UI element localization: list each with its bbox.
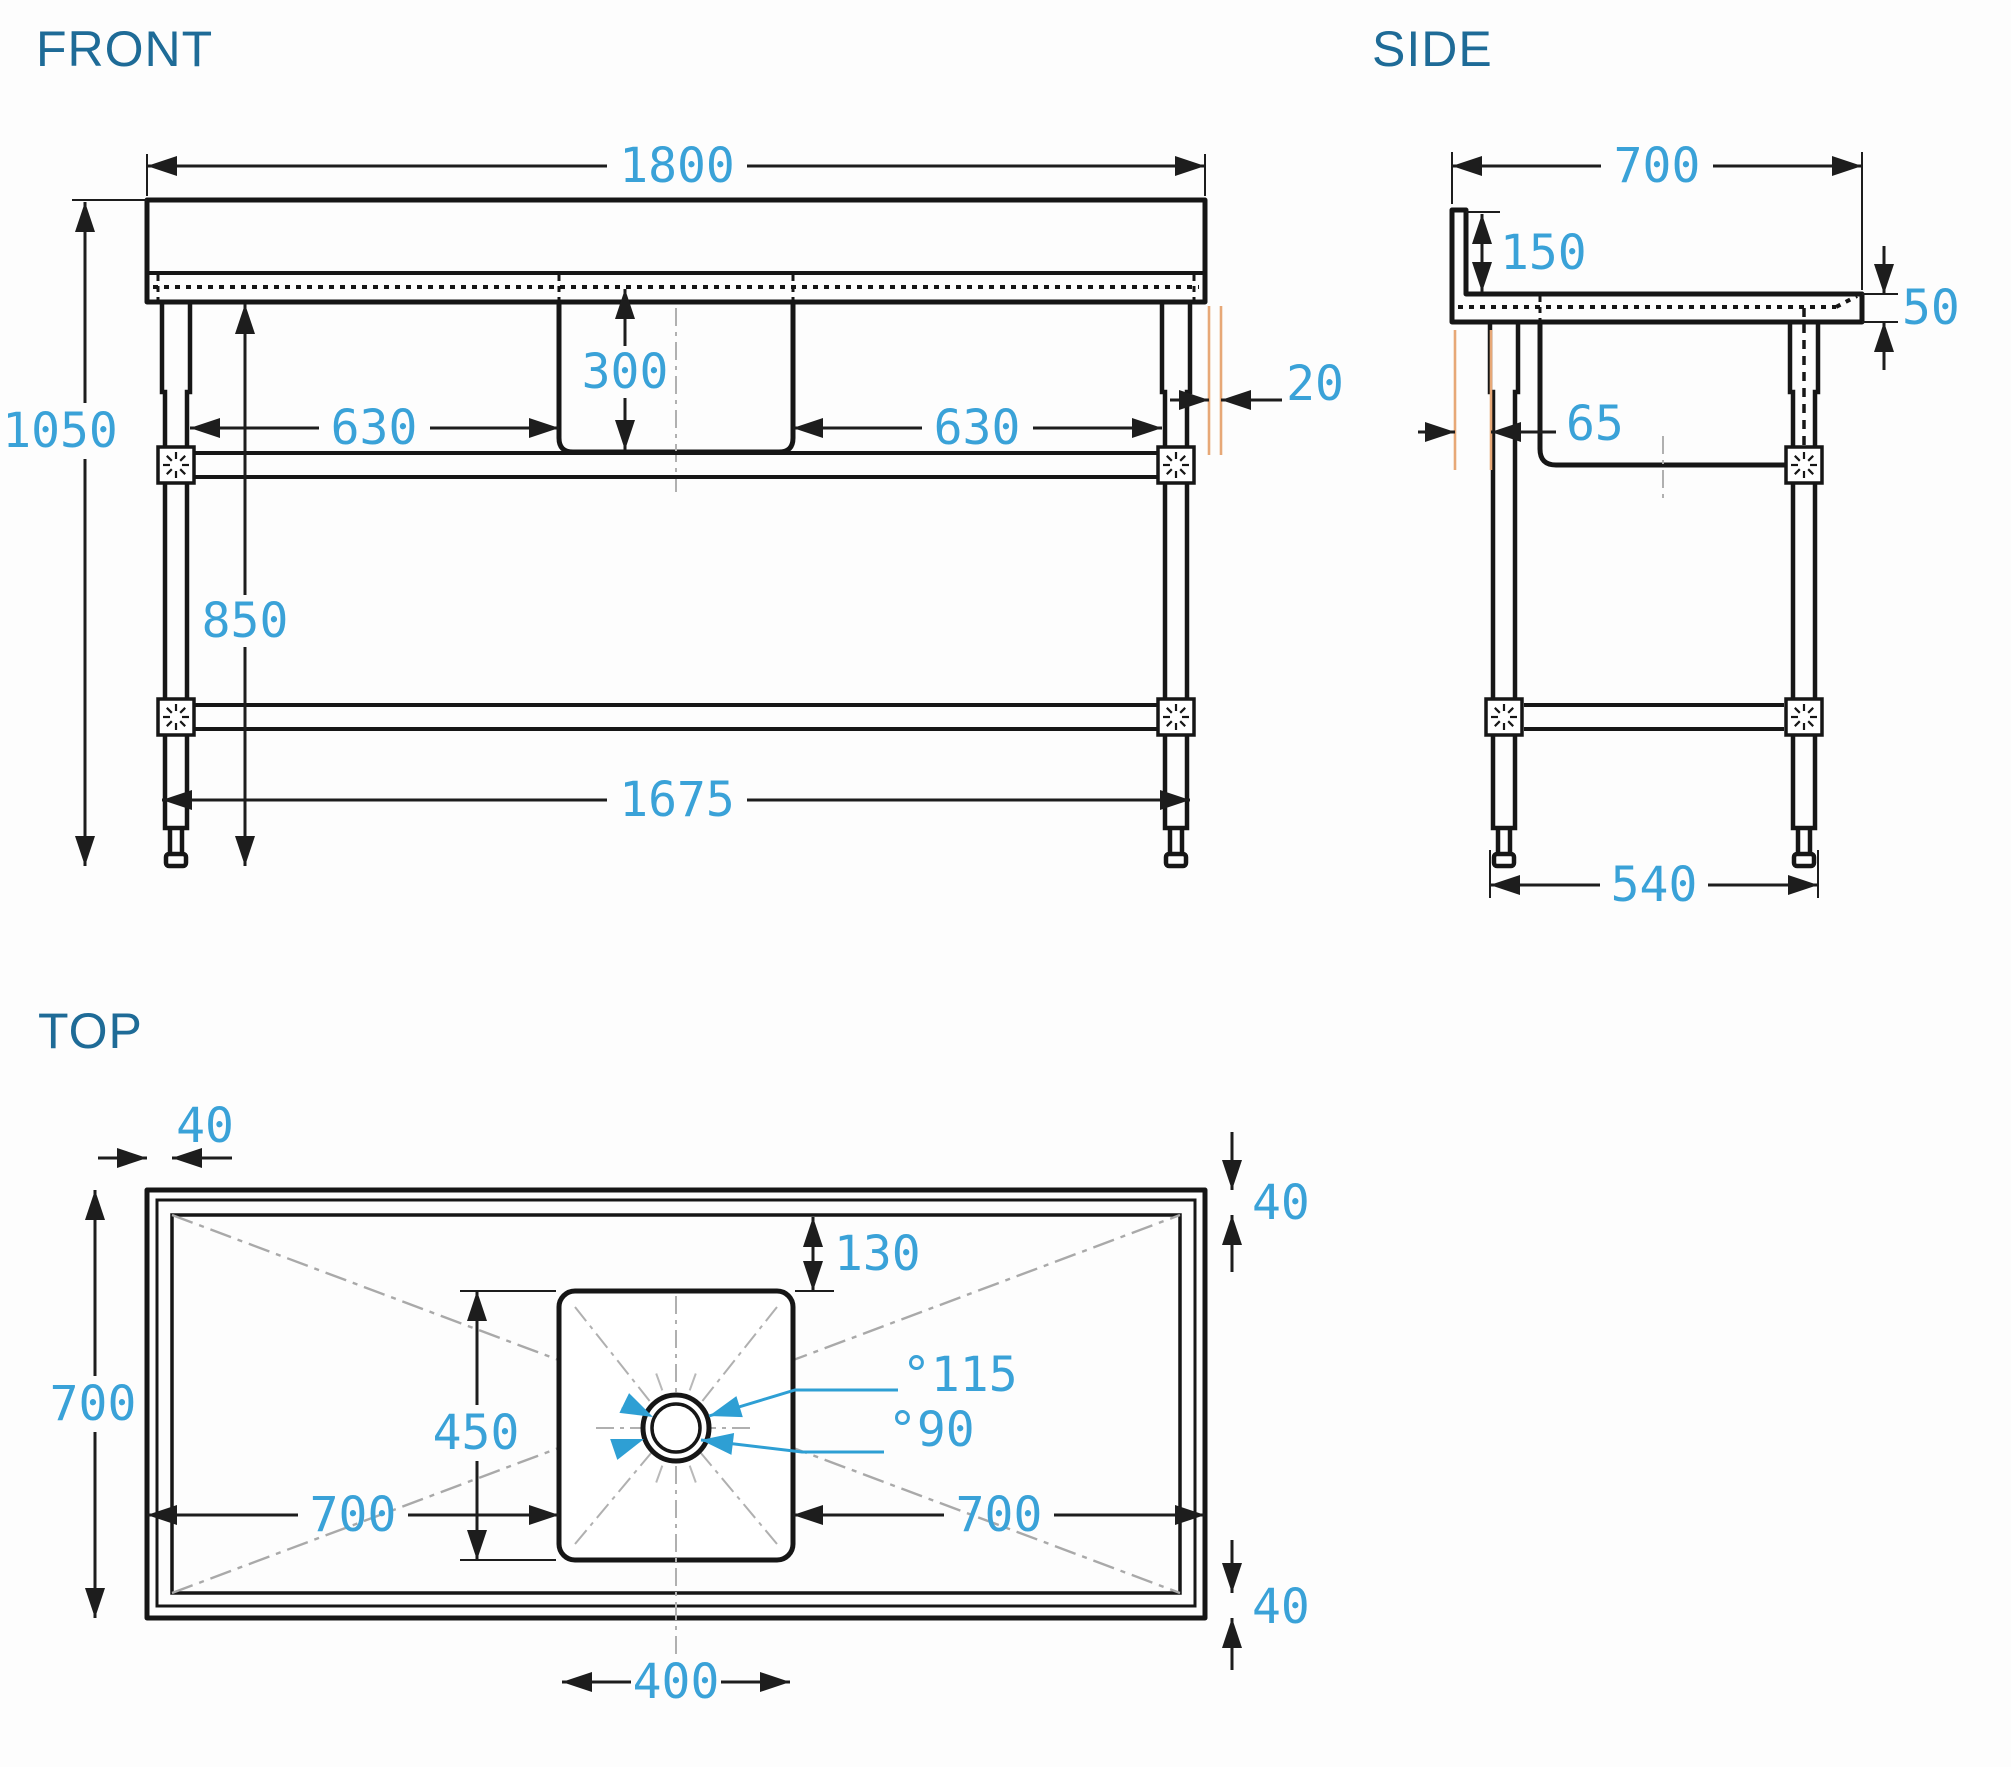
dim-top-clearance-left: 700	[147, 1487, 559, 1543]
front-view: FRONT	[2, 21, 1344, 869]
dim-front-bowl-depth: 300	[582, 289, 669, 450]
dim-label-dia-115: °115	[902, 1347, 1018, 1403]
dim-front-right-bowl-offset: 630	[793, 400, 1162, 456]
front-legs	[159, 302, 1193, 869]
dim-label-1050: 1050	[2, 403, 118, 459]
dim-label-dia-90: °90	[888, 1402, 975, 1458]
dim-label-40-top: 40	[1252, 1175, 1310, 1231]
dim-front-underside-height: 850	[202, 304, 289, 866]
dim-front-left-bowl-offset: 630	[190, 400, 559, 456]
dim-label-700-right: 700	[956, 1487, 1043, 1543]
dim-label-630-left: 630	[331, 400, 418, 456]
front-view-title: FRONT	[36, 21, 213, 77]
dim-label-700-left: 700	[310, 1487, 397, 1543]
dim-label-400: 400	[633, 1654, 720, 1710]
dim-label-630-right: 630	[934, 400, 1021, 456]
dim-top-bowl-front-offset: 130	[795, 1217, 921, 1292]
side-sink-bowl	[1537, 322, 1786, 502]
dim-top-edge-top: 40	[1222, 1132, 1310, 1272]
dim-front-overall-height: 1050	[2, 199, 147, 866]
top-view-title: TOP	[38, 1003, 143, 1059]
dim-label-20: 20	[1286, 356, 1344, 412]
side-rails	[1484, 445, 1824, 737]
dim-label-40-left: 40	[176, 1098, 234, 1154]
dim-label-150: 150	[1500, 225, 1587, 281]
dim-side-splashback-height: 150	[1466, 211, 1587, 292]
dim-label-300: 300	[582, 344, 669, 400]
callout-drain-outer: °115	[610, 1347, 1018, 1460]
dim-label-130: 130	[834, 1226, 921, 1282]
dim-label-540: 540	[1611, 857, 1698, 913]
drain-inner-circle	[650, 1402, 702, 1454]
side-view: SIDE	[1372, 21, 1960, 913]
dim-label-700-depth: 700	[50, 1376, 137, 1432]
dim-label-700-side: 700	[1614, 138, 1701, 194]
top-view: TOP	[38, 1003, 1310, 1710]
dim-label-65: 65	[1566, 396, 1624, 452]
dim-top-edge-left: 40	[98, 1098, 234, 1168]
dim-side-overall-depth: 700	[1451, 138, 1863, 290]
dim-top-bowl-width: 400	[562, 1654, 790, 1710]
dim-side-leg-inset: 65	[1418, 330, 1624, 470]
dim-front-splashback-thickness: 20	[1170, 306, 1344, 455]
dim-top-edge-bottom: 40	[1222, 1540, 1310, 1670]
dim-label-450: 450	[433, 1405, 520, 1461]
side-view-title: SIDE	[1372, 21, 1493, 77]
top-sink-bowl	[556, 1288, 796, 1655]
front-worktop	[144, 197, 1208, 305]
dim-top-bowl-length: 450	[433, 1290, 556, 1561]
dim-front-leg-span: 1675	[162, 772, 1190, 828]
dim-label-1675: 1675	[619, 772, 735, 828]
dim-label-1800: 1800	[619, 138, 735, 194]
dim-label-850: 850	[202, 593, 289, 649]
dim-label-40-bottom: 40	[1252, 1579, 1310, 1635]
dim-label-50: 50	[1902, 280, 1960, 336]
dim-top-overall-depth: 700	[50, 1190, 137, 1618]
dim-front-overall-width: 1800	[146, 138, 1206, 196]
dim-top-clearance-right: 700	[793, 1487, 1205, 1543]
front-rails	[156, 445, 1196, 737]
callout-drain-inner: °90	[619, 1393, 975, 1458]
dim-side-worktop-thickness: 50	[1862, 246, 1960, 370]
dim-side-leg-spacing: 540	[1489, 850, 1819, 913]
